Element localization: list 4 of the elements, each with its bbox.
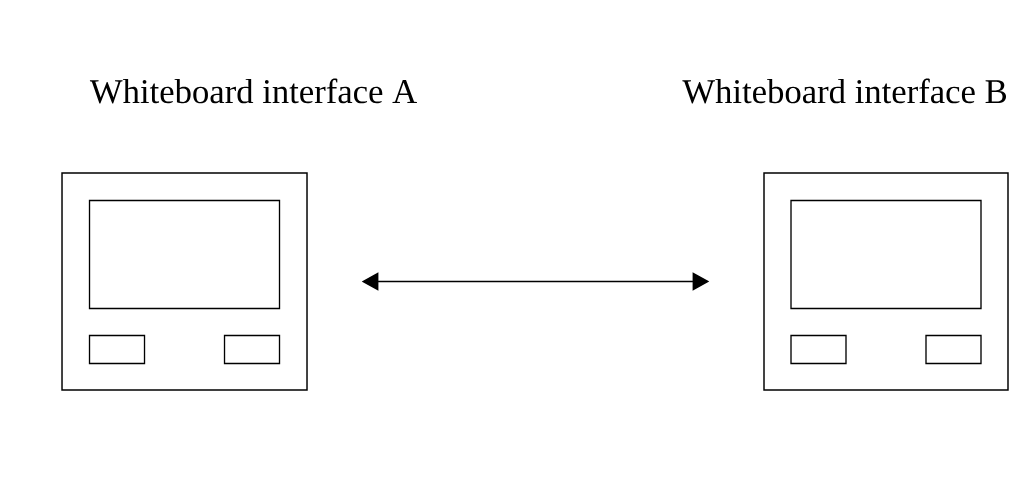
device-box bbox=[763, 172, 1009, 391]
device-box bbox=[61, 172, 308, 391]
device-label: Whiteboard interface B bbox=[682, 78, 1007, 104]
device-label: Whiteboard interface A bbox=[89, 78, 417, 104]
